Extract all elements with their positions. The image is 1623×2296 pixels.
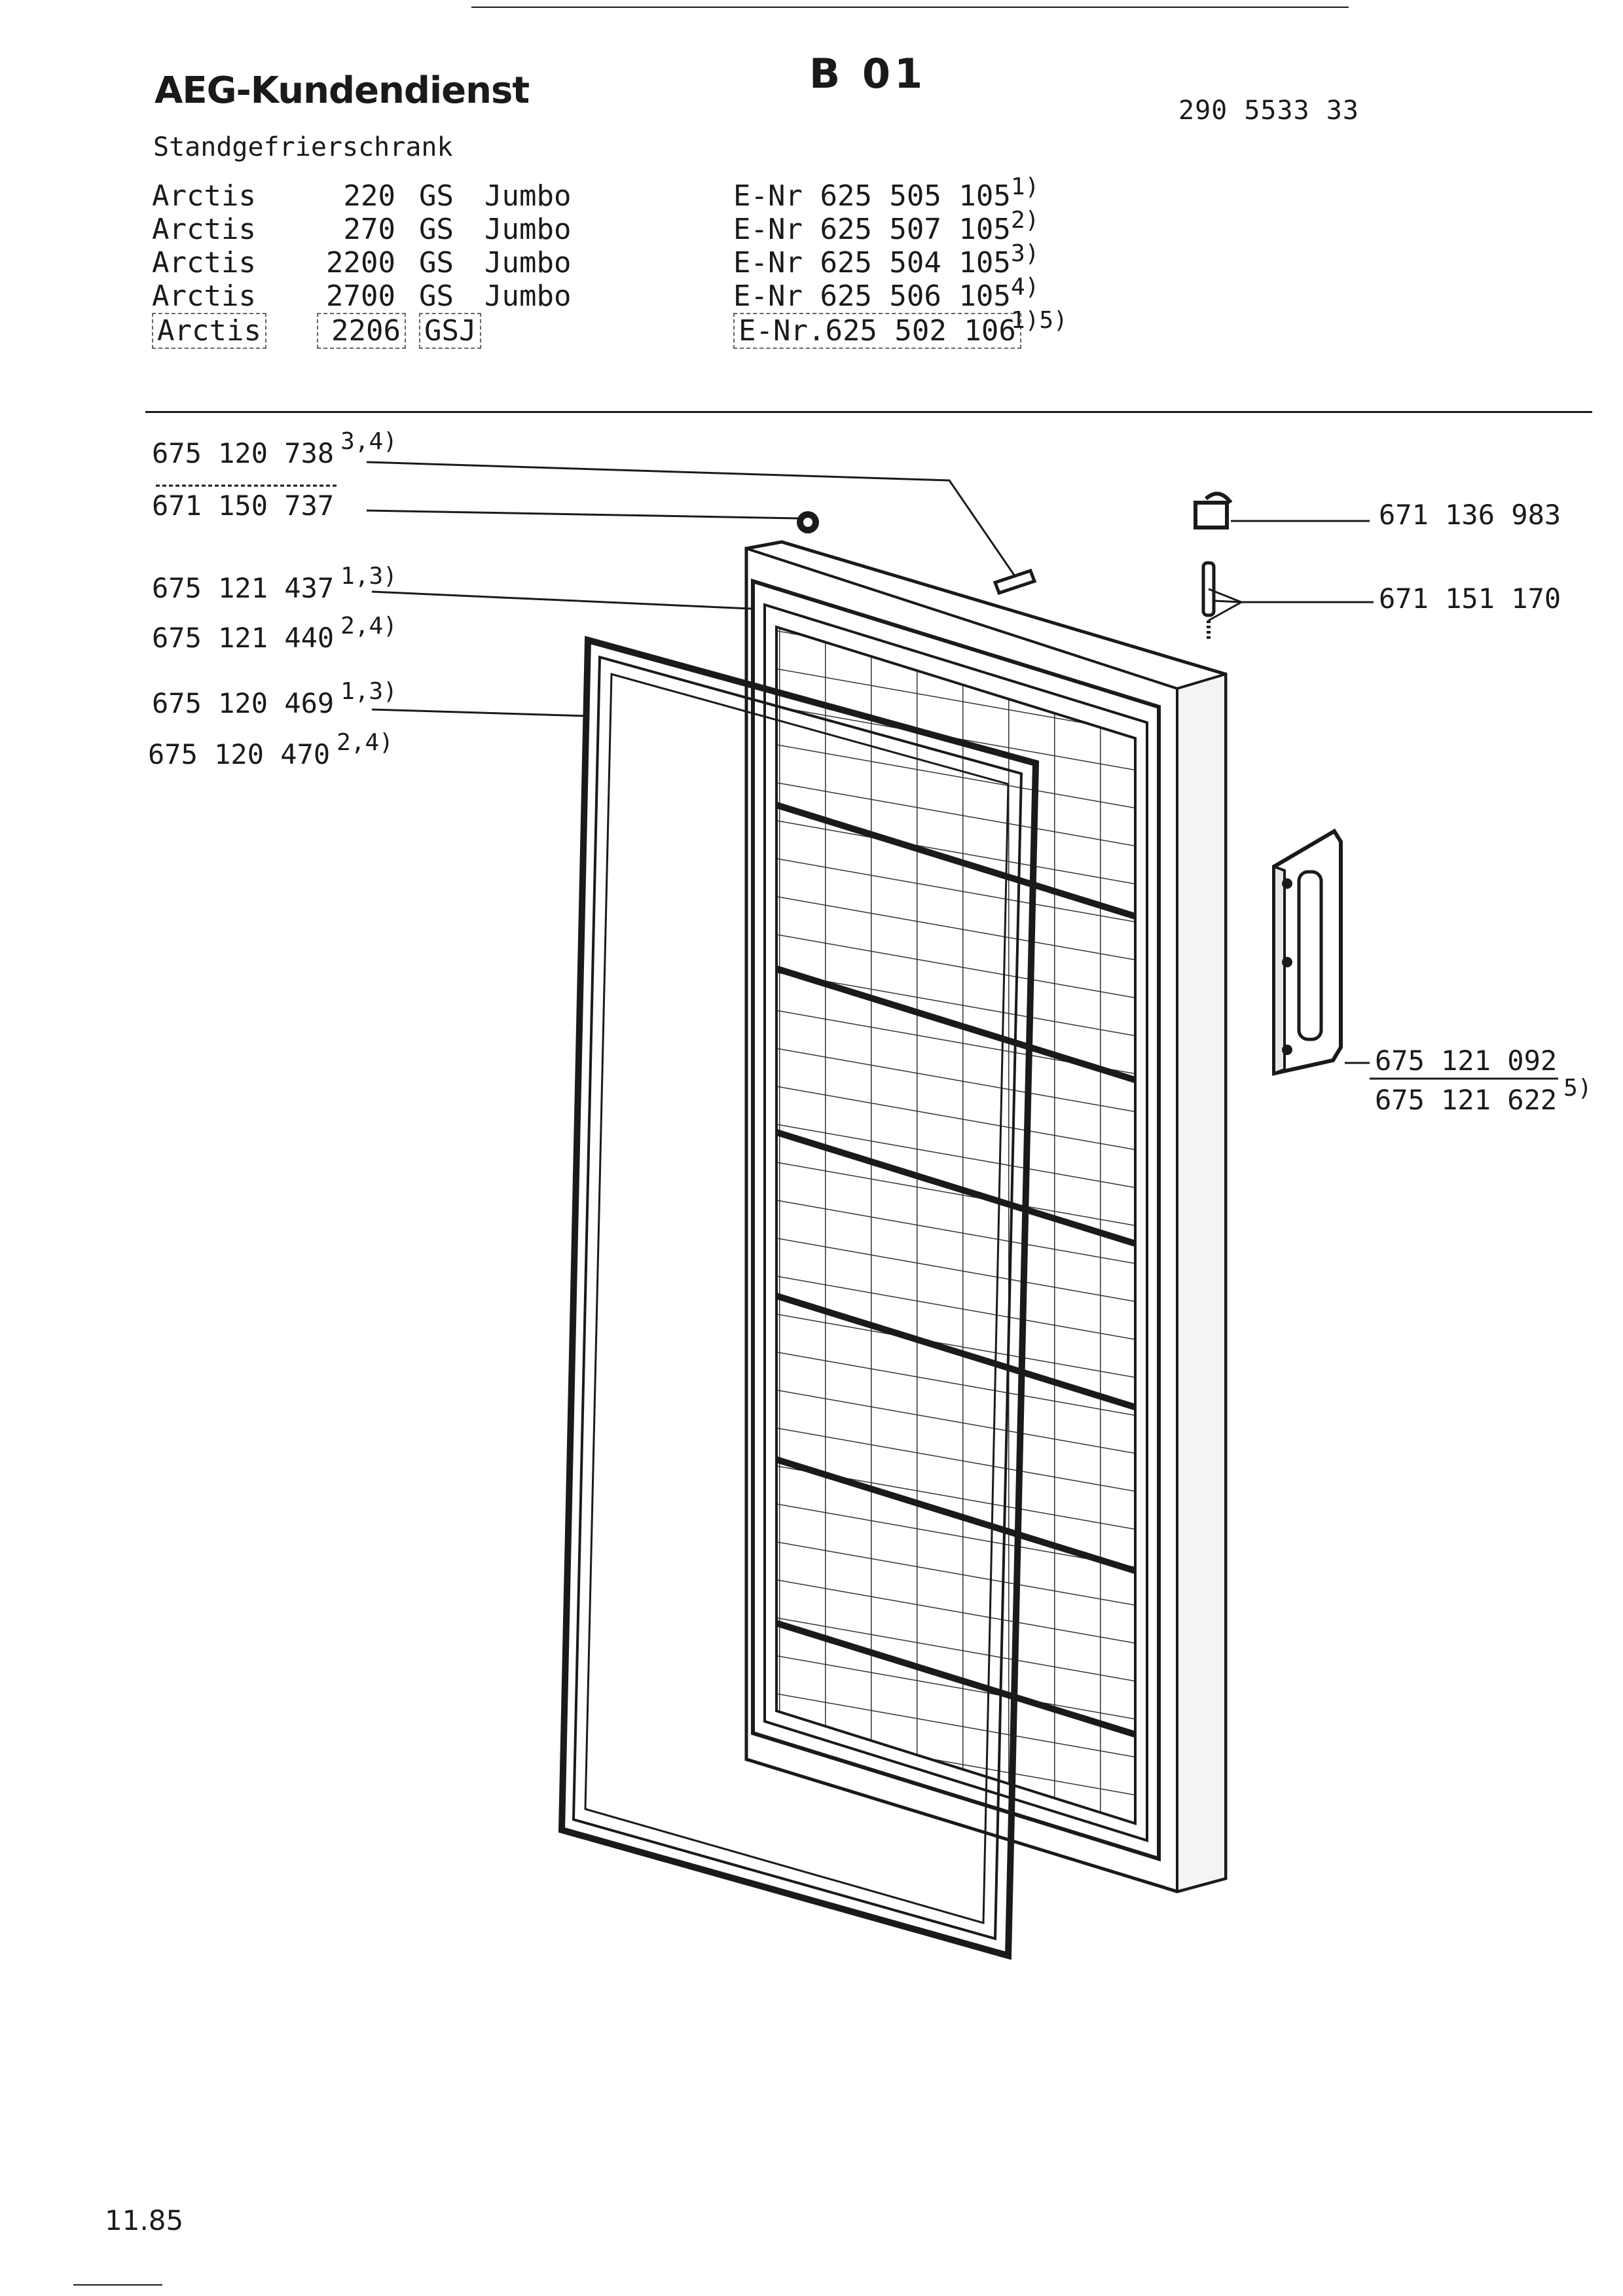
model-note: 1)5) xyxy=(1011,307,1068,334)
part-number: 671 136 983 xyxy=(1379,499,1561,531)
door-gasket xyxy=(558,636,1040,1960)
brand-title: AEG-Kundendienst xyxy=(155,69,530,112)
model-note: 2) xyxy=(1011,207,1040,234)
model-capacity: 2700 xyxy=(326,279,395,313)
model-type: GSJ xyxy=(419,313,482,349)
model-enr: E-Nr 625 507 105 xyxy=(733,213,1011,246)
hinge-pin-part xyxy=(797,511,819,533)
model-name: Arctis xyxy=(152,279,256,313)
revision-date: 11.85 xyxy=(105,2204,184,2236)
model-capacity: 2200 xyxy=(326,246,395,279)
part-label: 671 136 983 xyxy=(1379,499,1561,531)
part-number: 675 120 470 xyxy=(148,738,331,770)
part-note: 3,4) xyxy=(340,428,397,455)
leader-gasket xyxy=(371,708,590,717)
part-number: 675 121 092 xyxy=(1375,1045,1558,1077)
part-number: 675 121 622 xyxy=(1375,1084,1558,1116)
model-enr: E-Nr.625 502 106 xyxy=(733,313,1021,349)
model-name: Arctis xyxy=(152,313,266,349)
top-rule xyxy=(471,7,1349,8)
model-enr: E-Nr 625 504 105 xyxy=(733,246,1011,279)
leader-hinge-pin xyxy=(366,509,801,520)
model-note: 1) xyxy=(1011,173,1040,200)
part-number: 671 150 737 xyxy=(152,490,335,522)
model-note: 3) xyxy=(1011,240,1040,267)
document-number: 290 5533 33 xyxy=(1178,96,1359,126)
part-number: 675 121 437 xyxy=(152,572,335,604)
model-variant: Jumbo xyxy=(484,246,572,279)
part-note: 2,4) xyxy=(337,729,393,756)
hinge-bracket-part xyxy=(1194,492,1233,529)
part-note: 5) xyxy=(1563,1075,1592,1102)
part-note: 1,3) xyxy=(340,563,397,590)
hinge-screw-part xyxy=(1201,561,1216,641)
model-capacity: 270 xyxy=(343,213,395,246)
model-name: Arctis xyxy=(152,246,256,279)
part-number: 675 120 738 xyxy=(152,437,335,469)
part-note: 2,4) xyxy=(340,613,397,639)
model-variant: Jumbo xyxy=(484,213,572,246)
appliance-type: Standgefrierschrank xyxy=(153,132,453,162)
model-type: GS xyxy=(419,179,454,213)
leader-hinge-plate xyxy=(366,461,1016,577)
model-name: Arctis xyxy=(152,213,256,246)
part-label: 671 150 737 xyxy=(152,490,334,522)
model-capacity: 2206 xyxy=(317,313,406,349)
model-note: 4) xyxy=(1011,274,1040,300)
header-divider xyxy=(145,411,1592,413)
part-label: 675 121 092 xyxy=(1375,1045,1557,1077)
part-number: 675 120 469 xyxy=(152,687,335,719)
footer-rule xyxy=(73,2284,162,2286)
sheet-number: B 01 xyxy=(809,50,927,98)
part-number: 675 121 440 xyxy=(152,622,335,654)
model-enr: E-Nr 625 505 105 xyxy=(733,179,1011,213)
door-inner-liner xyxy=(751,578,1161,1862)
model-name: Arctis xyxy=(152,179,256,213)
leader-lines xyxy=(156,461,1558,1080)
model-enr: E-Nr 625 506 105 xyxy=(733,279,1011,313)
model-type: GS xyxy=(419,246,454,279)
model-variant: Jumbo xyxy=(484,279,572,313)
model-type: GS xyxy=(419,279,454,313)
leader-inner-liner xyxy=(371,590,752,610)
model-variant: Jumbo xyxy=(484,179,572,213)
model-capacity: 220 xyxy=(343,179,395,213)
door-handle-part xyxy=(1272,828,1343,1076)
part-note: 1,3) xyxy=(340,678,397,705)
hinge-plate-part xyxy=(993,568,1037,596)
model-type: GS xyxy=(419,213,454,246)
part-label: 671 151 170 xyxy=(1379,583,1561,615)
part-number: 671 151 170 xyxy=(1379,583,1561,615)
